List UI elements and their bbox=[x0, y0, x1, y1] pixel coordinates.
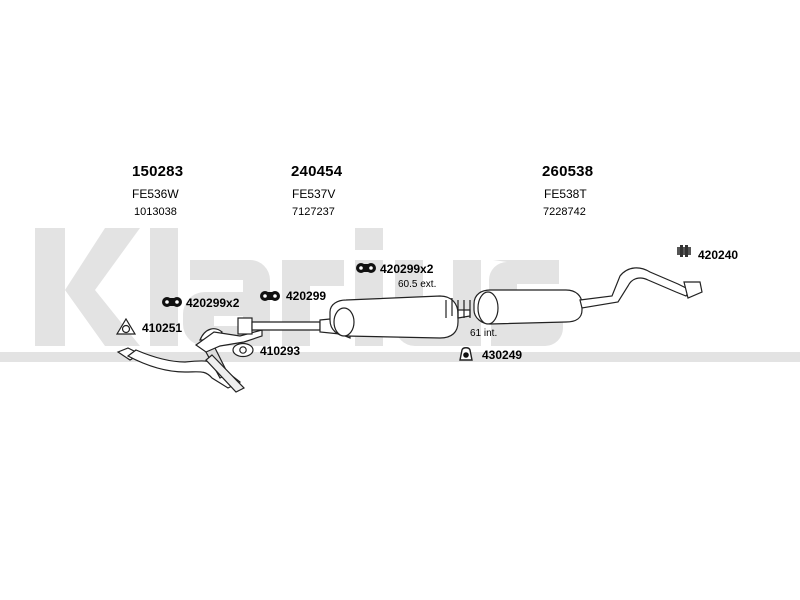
joint-marks bbox=[445, 298, 471, 318]
part-label-430249: 430249 bbox=[482, 348, 523, 362]
section-3-oe-number: 7228742 bbox=[543, 206, 586, 218]
part-label-420240: 420240 bbox=[698, 248, 739, 262]
annotation-ext: 60.5 ext. bbox=[398, 279, 437, 290]
front-pipe bbox=[116, 317, 321, 393]
section-2-oe-number: 7127237 bbox=[292, 206, 335, 218]
section-1-oe-number: 1013038 bbox=[134, 206, 177, 218]
section-2-code: FE537V bbox=[292, 187, 336, 201]
section-3-code: FE538T bbox=[544, 187, 587, 201]
section-3-part-number: 260538 bbox=[542, 163, 594, 180]
part-label-420299x2-top: 420299x2 bbox=[380, 262, 434, 276]
gasket-icon bbox=[116, 318, 136, 335]
rubber-mount-icon bbox=[260, 291, 280, 301]
rubber-mount-icon bbox=[356, 263, 376, 273]
part-label-410251: 410251 bbox=[142, 321, 183, 335]
section-2-part-number: 240454 bbox=[291, 163, 343, 180]
middle-silencer bbox=[319, 295, 471, 339]
section-1-code: FE536W bbox=[132, 187, 179, 201]
hanger-icon bbox=[677, 245, 691, 257]
rubber-mount-icon bbox=[162, 297, 182, 307]
rear-silencer bbox=[473, 267, 703, 325]
gasket-icon bbox=[232, 342, 254, 358]
section-1-part-number: 150283 bbox=[132, 163, 184, 180]
clamp-icon bbox=[459, 347, 473, 361]
part-label-420299: 420299 bbox=[286, 289, 327, 303]
annotation-int: 61 int. bbox=[470, 328, 498, 339]
part-label-420299x2-left: 420299x2 bbox=[186, 296, 240, 310]
part-label-410293: 410293 bbox=[260, 344, 301, 358]
